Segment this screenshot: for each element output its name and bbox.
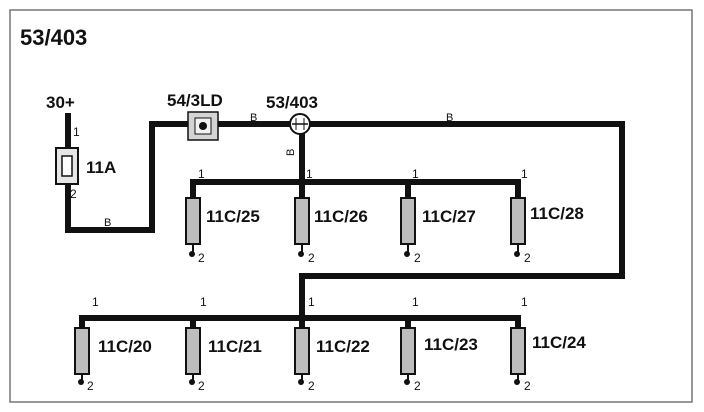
heater-pin-top: 1 — [200, 295, 207, 309]
heater-pin-bottom: 2 — [414, 379, 421, 393]
heater-element-icon — [294, 197, 310, 245]
heater-element-icon — [185, 327, 201, 375]
heater-11c27: 1 2 11C/27 — [400, 167, 476, 265]
heater-pin-top: 1 — [521, 167, 528, 181]
supply-label: 30+ — [46, 93, 75, 112]
heater-pin-bottom: 2 — [524, 251, 531, 265]
heater-pin-bottom: 2 — [198, 251, 205, 265]
switch-label: 54/3LD — [167, 91, 223, 110]
heater-pin-top: 1 — [308, 295, 315, 309]
heater-pin-top: 1 — [92, 295, 99, 309]
diagram-title: 53/403 — [20, 25, 87, 50]
heater-element-icon — [400, 197, 416, 245]
connector-icon — [289, 113, 311, 135]
heater-pin-bottom: 2 — [524, 379, 531, 393]
heater-11c26: 1 2 11C/26 — [294, 167, 368, 265]
heater-label: 11C/28 — [530, 204, 584, 223]
heater-label: 11C/26 — [314, 207, 368, 226]
heater-label: 11C/25 — [206, 207, 260, 226]
heater-11c23: 1 2 11C/23 — [400, 295, 478, 393]
fuse-label: 11A — [86, 158, 116, 177]
fuse-pin-bottom: 2 — [70, 187, 77, 201]
heater-label: 11C/21 — [208, 337, 262, 356]
heater-11c20: 1 2 11C/20 — [74, 295, 152, 393]
fuse-pin-top: 1 — [73, 125, 80, 139]
wire-color-label: B — [446, 112, 453, 124]
heater-label: 11C/27 — [422, 207, 476, 226]
heater-pin-top: 1 — [412, 167, 419, 181]
wire-connector-to-right — [299, 121, 625, 321]
heater-11c24: 1 2 11C/24 — [510, 295, 586, 393]
heater-element-icon — [510, 197, 526, 245]
heater-element-icon — [74, 327, 90, 375]
wire-color-label: B — [285, 149, 297, 156]
wire-fuse-to-switch — [65, 121, 196, 233]
heater-11c21: 1 2 11C/21 — [185, 295, 262, 393]
fuse-icon — [55, 147, 79, 185]
heater-pin-bottom: 2 — [308, 379, 315, 393]
heater-pin-bottom: 2 — [308, 251, 315, 265]
heater-pin-top: 1 — [198, 167, 205, 181]
heater-element-icon — [185, 197, 201, 245]
heater-element-icon — [510, 327, 526, 375]
heater-label: 11C/23 — [424, 335, 478, 354]
heater-pin-top: 1 — [306, 167, 313, 181]
heater-11c22: 1 2 11C/22 — [294, 295, 370, 393]
heater-pin-bottom: 2 — [87, 379, 94, 393]
heater-pin-top: 1 — [521, 295, 528, 309]
heater-pin-bottom: 2 — [198, 379, 205, 393]
wire-color-label: B — [250, 112, 257, 124]
heater-element-icon — [294, 327, 310, 375]
heater-pin-bottom: 2 — [414, 251, 421, 265]
heater-11c25: 1 2 11C/25 — [185, 167, 260, 265]
heater-element-icon — [400, 327, 416, 375]
heater-pin-top: 1 — [412, 295, 419, 309]
wire-color-label: B — [104, 217, 111, 229]
heater-label: 11C/20 — [98, 337, 152, 356]
diagram-frame — [9, 9, 693, 403]
heater-11c28: 1 2 11C/28 — [510, 167, 584, 265]
switch-icon — [187, 111, 219, 141]
heater-label: 11C/24 — [532, 333, 586, 352]
heater-label: 11C/22 — [316, 337, 370, 356]
connector-label: 53/403 — [266, 93, 318, 112]
